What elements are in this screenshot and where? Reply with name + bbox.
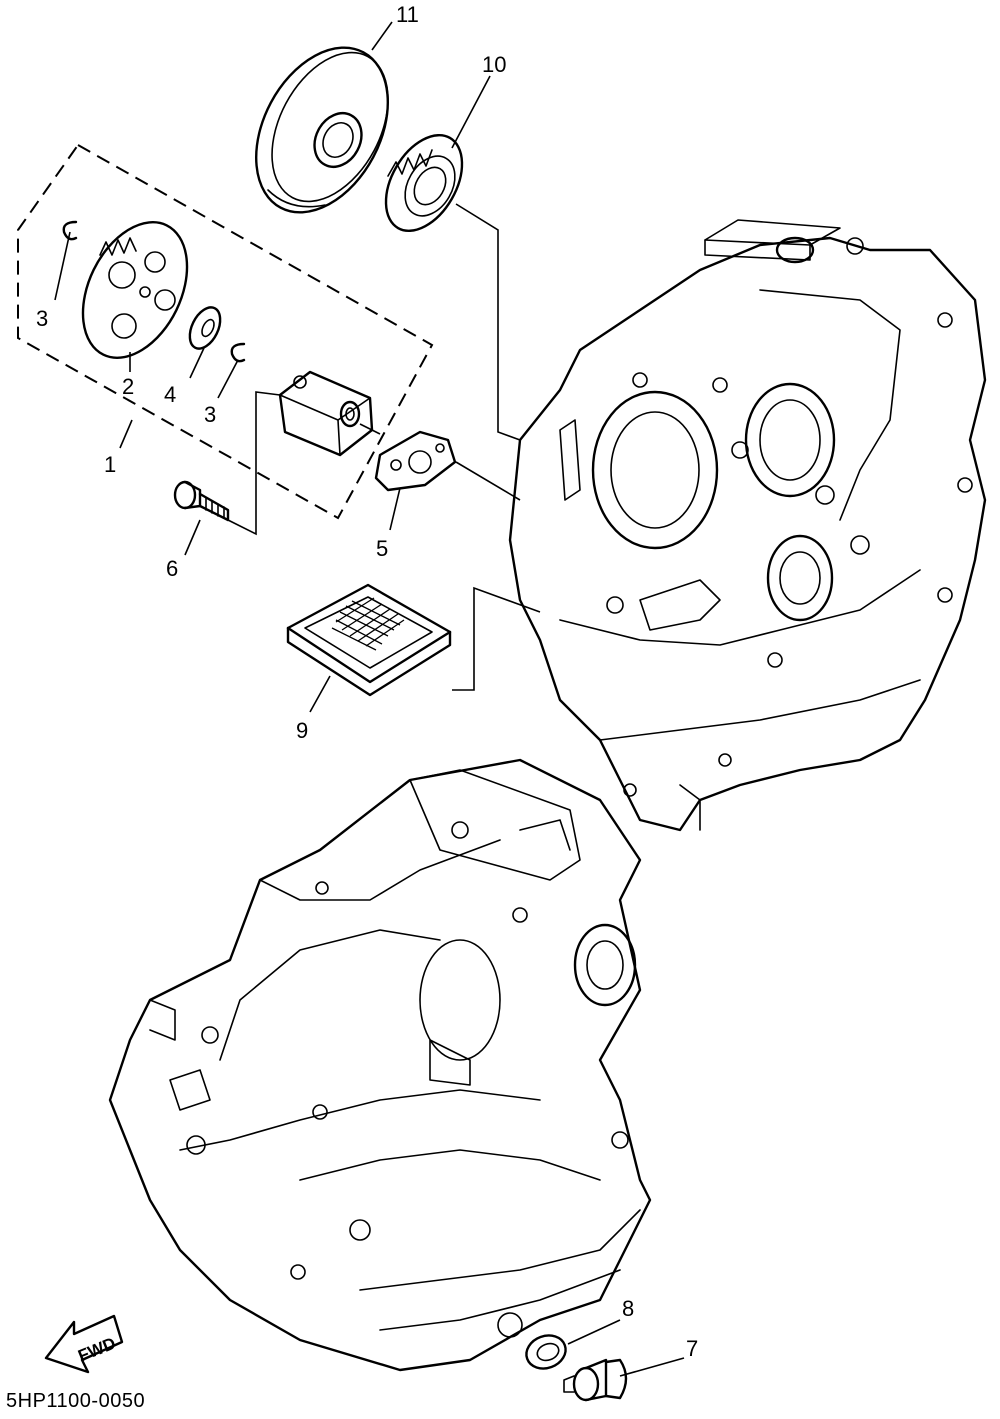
forward-arrow-icon: FWD xyxy=(44,1314,124,1374)
part-11-rotor-cover xyxy=(255,46,389,214)
right-crankcase xyxy=(508,219,987,832)
part-4-washer xyxy=(188,306,222,350)
part-3-circlip-left xyxy=(62,220,78,241)
part-10-primary-gear xyxy=(384,134,464,232)
callout-9: 9 xyxy=(296,718,308,743)
diagram-code: 5HP1100-0050 xyxy=(6,1390,146,1412)
part-9-oil-strainer xyxy=(286,583,452,697)
callout-3-right: 3 xyxy=(204,402,216,427)
oil-pump-body xyxy=(278,370,374,457)
left-crankcase xyxy=(108,758,652,1372)
part-7-drain-bolt xyxy=(563,1358,628,1402)
callout-7: 7 xyxy=(686,1336,698,1361)
part-3-circlip-right xyxy=(230,342,246,363)
part-8-gasket-washer xyxy=(525,1334,567,1370)
forward-label: FWD xyxy=(75,1334,118,1366)
callout-6: 6 xyxy=(166,556,178,581)
callout-2: 2 xyxy=(122,374,134,399)
oil-pump-group-boundary xyxy=(17,143,434,520)
callout-4: 4 xyxy=(164,382,176,407)
callout-10: 10 xyxy=(482,52,506,77)
callout-1: 1 xyxy=(104,452,116,477)
callout-5: 5 xyxy=(376,536,388,561)
callout-8: 8 xyxy=(622,1296,634,1321)
leader-lines xyxy=(54,21,685,1377)
part-6-screw xyxy=(173,480,230,522)
callout-3-left: 3 xyxy=(36,306,48,331)
callout-11: 11 xyxy=(396,2,419,27)
part-2-pump-gear xyxy=(81,221,189,359)
part-5-gasket xyxy=(374,430,457,492)
